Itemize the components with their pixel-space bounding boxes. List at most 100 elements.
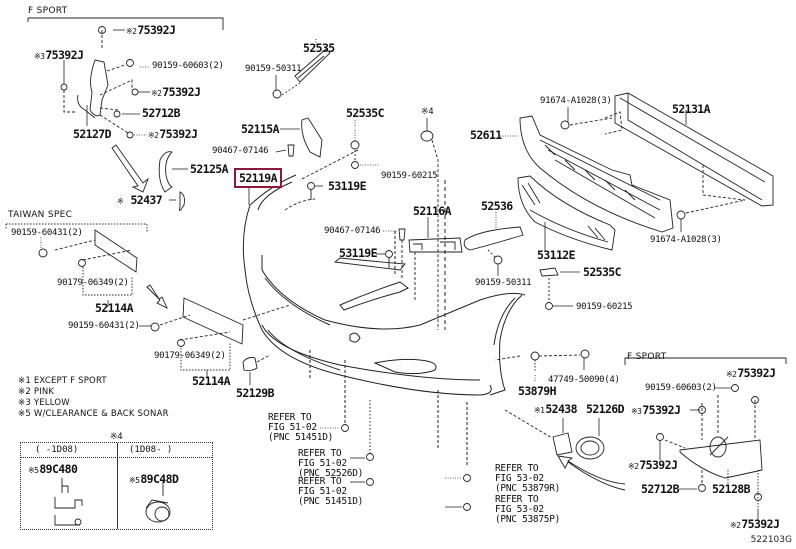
part-label[interactable]: 90159-60215 [576, 302, 633, 312]
part-label[interactable]: ※375392J [631, 403, 681, 417]
part-label[interactable]: 90159-60431(2) [68, 321, 140, 331]
part-label[interactable]: ※275392J [628, 459, 678, 472]
bumper-cover-52119a [242, 174, 526, 465]
part-label[interactable]: 52712B [142, 106, 181, 120]
table-divider [117, 443, 118, 529]
part-label[interactable]: 52114A [192, 374, 231, 388]
note-mark: ※2 [628, 462, 639, 471]
clip-52535c-upper [350, 140, 360, 150]
retainer-52536 [463, 226, 524, 251]
part-label[interactable]: ※275392J [726, 366, 776, 380]
bracket-52115a [301, 117, 323, 158]
note-mark: ※1 [534, 406, 545, 415]
part-label[interactable]: 90159-60431(2) [11, 228, 83, 238]
part-label[interactable]: 52535C [346, 106, 385, 120]
grille-53112e [517, 175, 616, 251]
note-1: ※1 EXCEPT F SPORT [18, 376, 107, 387]
note-mark: ※1 [18, 376, 31, 386]
refer-link[interactable]: REFER TO FIG 51-02 (PNC 52526D) [298, 448, 364, 479]
variant-table-title: ※4 [110, 432, 123, 442]
absorber-52611 [519, 115, 674, 233]
f-sport-bottom-bracket [624, 357, 787, 365]
fog-arrow [557, 455, 626, 491]
note-mark: ※2 [126, 27, 137, 36]
part-label[interactable]: 52128B [712, 482, 751, 496]
retainer-52535 [294, 48, 331, 83]
bracket-52125a [158, 151, 173, 193]
part-label[interactable]: ※275392J [126, 24, 176, 37]
part-label[interactable]: 52611 [470, 128, 502, 142]
sensor-holder-icon-89c480 [54, 485, 83, 526]
part-label[interactable]: 90467-07146 [324, 226, 381, 236]
tow-hook-cap [242, 357, 258, 372]
part-label[interactable]: ※589C480 [28, 463, 78, 476]
part-label[interactable]: 90159-60215 [381, 171, 438, 181]
side-bracket-52127d [60, 26, 139, 139]
part-label[interactable]: 52114A [95, 301, 134, 315]
part-label[interactable]: ※589C48D [129, 472, 179, 486]
part-label[interactable]: 91674-A1028(3) [540, 96, 612, 106]
note-mark: ※2 [148, 131, 159, 140]
note-mark: ※2 [151, 89, 162, 98]
part-label[interactable]: 52127D [73, 127, 112, 141]
highlighted-part-label[interactable]: 52119A [234, 168, 282, 188]
part-label[interactable]: ※ 52437 [117, 194, 163, 207]
upper-support [333, 257, 406, 271]
part-label[interactable]: ※375392J [34, 49, 84, 62]
part-label[interactable]: 53879H [518, 384, 557, 398]
part-label[interactable]: 52536 [481, 199, 513, 213]
taiwan-arrow [146, 284, 168, 309]
part-number: 52438 [545, 402, 577, 416]
refer-link[interactable]: REFER TO FIG 51-02 (PNC 51451D) [298, 476, 364, 507]
taiwan-spec-bracket [5, 223, 148, 232]
note-mark: ※2 [18, 387, 31, 397]
refer-link[interactable]: REFER TO FIG 53-02 (PNC 53875P) [495, 494, 561, 525]
note-mark: ※5 [18, 409, 31, 419]
part-number: 75392J [642, 403, 681, 417]
table-column-header: ( -1D08) [35, 445, 79, 455]
part-label[interactable]: ※275392J [730, 517, 780, 531]
note-mark: ※2 [730, 521, 741, 530]
part-label[interactable]: 47749-50090(4) [548, 375, 620, 385]
part-label[interactable]: 52125A [190, 162, 229, 176]
part-label[interactable]: 90159-50311 [245, 64, 302, 74]
sensor-mark4 [420, 130, 434, 142]
part-label[interactable]: ※152438 [534, 402, 578, 416]
refer-link[interactable]: REFER TO FIG 51-02 (PNC 51451D) [268, 412, 334, 443]
f-sport-top-bracket [27, 17, 224, 30]
license-bracket-upper [94, 229, 138, 273]
part-label[interactable]: 52712B [641, 482, 680, 496]
part-label[interactable]: 90179-06349(2) [154, 351, 226, 361]
part-label[interactable]: 90159-50311 [475, 278, 532, 288]
part-label[interactable]: ※275392J [151, 86, 201, 99]
note-2: ※2 PINK [18, 387, 54, 398]
part-label[interactable]: 52535 [303, 41, 335, 55]
part-label[interactable]: ※4 [421, 107, 434, 117]
refer-link[interactable]: REFER TO FIG 53-02 (PNC 53879R) [495, 463, 561, 494]
part-label[interactable]: 53119E [339, 246, 378, 260]
part-label[interactable]: 52126D [586, 402, 625, 416]
part-label[interactable]: 52115A [241, 122, 280, 136]
part-label[interactable]: 90179-06349(2) [57, 278, 129, 288]
part-number: 89C48D [140, 472, 179, 486]
part-label[interactable]: 90159-60603(2) [152, 61, 224, 71]
part-label[interactable]: 52535C [583, 265, 622, 279]
note-3: ※3 YELLOW [18, 398, 70, 409]
note-mark: ※2 [726, 370, 737, 379]
reinforcement-52131a [560, 92, 774, 220]
part-label[interactable]: 53119E [328, 179, 367, 193]
part-number: 75392J [737, 366, 776, 380]
part-label[interactable]: ※275392J [148, 128, 198, 141]
part-number: 75392J [741, 517, 780, 531]
part-label[interactable]: 52116A [413, 204, 452, 218]
part-label[interactable]: 90467-07146 [212, 146, 269, 156]
note-text: PINK [33, 387, 55, 397]
part-label[interactable]: 52129B [236, 386, 275, 400]
part-label[interactable]: 90159-60603(2) [645, 383, 717, 393]
part-label[interactable]: 91674-A1028(3) [650, 235, 722, 245]
fog-lamp-52126d [575, 436, 605, 460]
part-label[interactable]: 52131A [672, 102, 711, 116]
part-label[interactable]: 53112E [537, 248, 576, 262]
note-mark: ※5 [28, 466, 39, 475]
note-mark: ※5 [129, 476, 140, 485]
